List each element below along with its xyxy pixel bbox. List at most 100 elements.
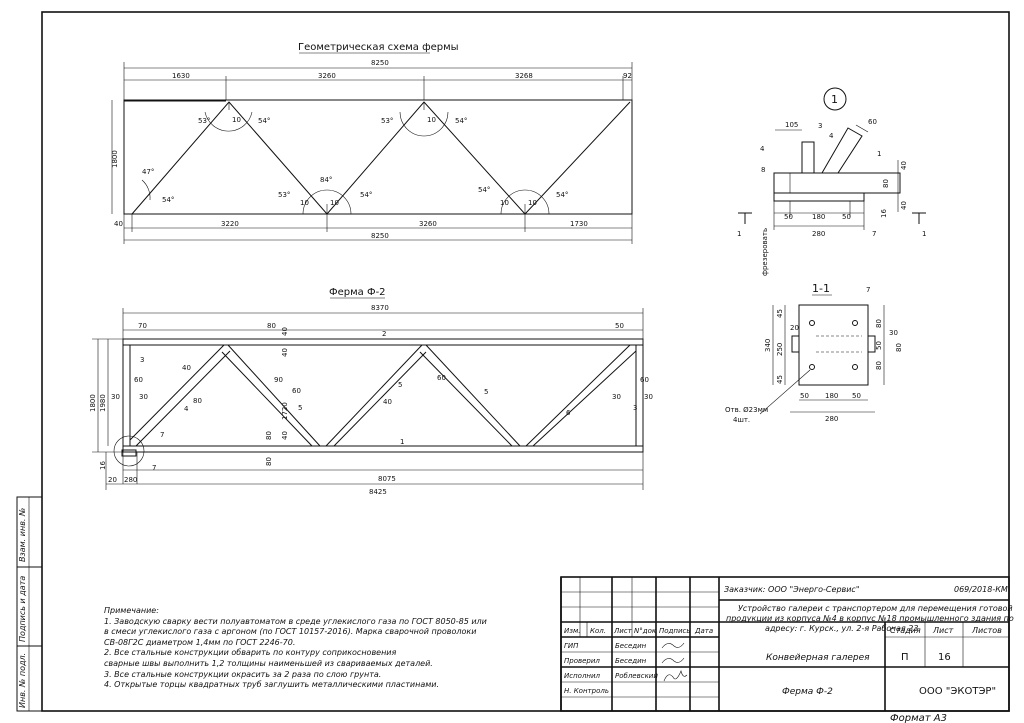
- truss-callout: 60: [437, 374, 446, 382]
- truss-dim-h1800: 1800: [89, 394, 97, 412]
- truss-mark: 3: [633, 404, 637, 412]
- node-dim: 280: [812, 230, 825, 238]
- node-mark: 1: [877, 150, 881, 158]
- geo-small: 10: [528, 199, 537, 207]
- notes-line: 4. Открытые торцы квадратных труб заглуш…: [104, 680, 439, 690]
- tb-col: Подпись: [659, 627, 691, 635]
- tb-code: 069/2018-КМ: [954, 585, 1008, 594]
- notes-line: в смеси углекислого газа с аргоном (по Г…: [104, 627, 477, 637]
- truss-dim: 40: [281, 348, 289, 357]
- truss-dim: 40: [281, 431, 289, 440]
- node-mark: 4: [829, 132, 834, 140]
- truss-dim: 80: [267, 322, 276, 330]
- node-dim: 40: [900, 161, 908, 170]
- truss-dim: 50: [615, 322, 624, 330]
- geo-dim-top-b: 3260: [318, 72, 336, 80]
- geo-angle: 84°: [320, 176, 332, 184]
- truss-dim-top-total: 8370: [371, 304, 389, 312]
- geo-angle: 54°: [455, 117, 467, 125]
- notes-line: 1. Заводскую сварку вести полуавтоматом …: [104, 616, 487, 626]
- truss-dim: 80: [265, 457, 273, 466]
- geo-dim-bot-b: 3220: [221, 220, 239, 228]
- tb-sheet-h: Лист: [932, 626, 954, 635]
- truss-dim: 30: [111, 393, 120, 401]
- tb-role: Н. Контроль: [564, 687, 609, 695]
- truss-mark: 2: [382, 330, 386, 338]
- truss-f2: Ферма Ф-2 8370 70 80 50: [89, 287, 653, 496]
- tb-col: Лист: [613, 627, 633, 635]
- notes-block: Примечание: 1. Заводскую сварку вести по…: [104, 606, 544, 691]
- node-1-number: 1: [831, 93, 838, 106]
- tb-stage-h: Стадия: [890, 626, 921, 635]
- truss-dim: 60: [292, 387, 301, 395]
- node-dim: 105: [785, 121, 798, 129]
- node-cut: 1: [922, 230, 926, 238]
- geo-dim-top-d: 92: [623, 72, 632, 80]
- truss-mark: 7: [152, 464, 156, 472]
- geo-small: 10: [232, 116, 241, 124]
- geo-dim-bot-d: 1730: [570, 220, 588, 228]
- tb-stage: П: [901, 652, 909, 663]
- tb-project-3: адресу: г. Курск., ул. 2-я Рабочая 23: [765, 624, 918, 633]
- tb-project-1: Устройство галереи с транспортером для п…: [738, 604, 1013, 613]
- sheet-frame: [41, 11, 1010, 712]
- section-dim: 20: [790, 324, 799, 332]
- truss-title: Ферма Ф-2: [329, 287, 386, 298]
- node-mill-label: фрезеровать: [761, 228, 769, 276]
- node-mark: 8: [761, 166, 765, 174]
- geo-angle: 53°: [381, 117, 393, 125]
- tb-name: Беседин: [615, 642, 647, 650]
- tb-drawing-name: Ферма Ф-2: [782, 687, 833, 697]
- geo-angle: 53°: [198, 117, 210, 125]
- tb-sheets-h: Листов: [971, 626, 1002, 635]
- truss-mark: 5: [484, 388, 488, 396]
- section-dim: 50: [800, 392, 809, 400]
- side-stamp: Взам. инв. № Подпись и дата Инв. № подл.: [16, 496, 43, 712]
- notes-title: Примечание:: [104, 606, 159, 615]
- truss-dim-h1980: 1980: [99, 394, 107, 412]
- node-dim: 16: [880, 209, 888, 218]
- tb-sheet: 16: [938, 652, 951, 663]
- truss-dim: 80: [265, 431, 273, 440]
- truss-dim: 70: [138, 322, 147, 330]
- node-1-badge: [823, 87, 847, 111]
- tb-company: ООО "ЭКОТЭР": [919, 686, 996, 697]
- truss-dim: 30: [612, 393, 621, 401]
- geo-dim-bot-total: 8250: [371, 232, 389, 240]
- geo-small: 10: [330, 199, 339, 207]
- geo-angle: 54°: [556, 191, 568, 199]
- geo-angle: 54°: [478, 186, 490, 194]
- truss-mark: 4: [184, 405, 189, 413]
- truss-dim: 60: [134, 376, 143, 384]
- section-mark: 7: [866, 286, 870, 294]
- geo-angle: 47°: [142, 168, 154, 176]
- node-dim: 50: [784, 213, 793, 221]
- tb-name: Беседин: [615, 657, 647, 665]
- truss-mark: 5: [298, 404, 302, 412]
- notes-line: 2. Все стальные конструкции обварить по …: [104, 648, 397, 658]
- truss-dim: 8075: [378, 475, 396, 483]
- truss-dim: 90: [274, 376, 283, 384]
- section-dim: 340: [764, 339, 772, 352]
- stamp-inv: Инв. № подл.: [18, 653, 27, 708]
- section-dim: 30: [889, 329, 898, 337]
- section-dim: 45: [776, 309, 784, 318]
- tb-role: Исполнил: [564, 672, 601, 680]
- tb-col: Кол.: [590, 627, 606, 635]
- geo-dim-top-total: 8250: [371, 59, 389, 67]
- tb-col: Дата: [694, 627, 713, 635]
- truss-dim: 280: [124, 476, 137, 484]
- section-plate: [798, 304, 869, 386]
- geo-small: 10: [300, 199, 309, 207]
- signature-2: [661, 657, 685, 664]
- geo-dim-bot-c: 3260: [419, 220, 437, 228]
- geo-angle: 54°: [162, 196, 174, 204]
- node-callout-circle: [113, 435, 145, 467]
- section-dim: 250: [776, 343, 784, 356]
- truss-mark: 6: [566, 409, 571, 417]
- tb-project-2: продукции из корпуса №4 в корпус №18 про…: [726, 614, 1014, 623]
- truss-dim: 8425: [369, 488, 387, 496]
- node-dim: 180: [812, 213, 825, 221]
- notes-line: 3. Все стальные конструкции окрасить за …: [104, 669, 382, 679]
- truss-top-chord: [122, 338, 644, 346]
